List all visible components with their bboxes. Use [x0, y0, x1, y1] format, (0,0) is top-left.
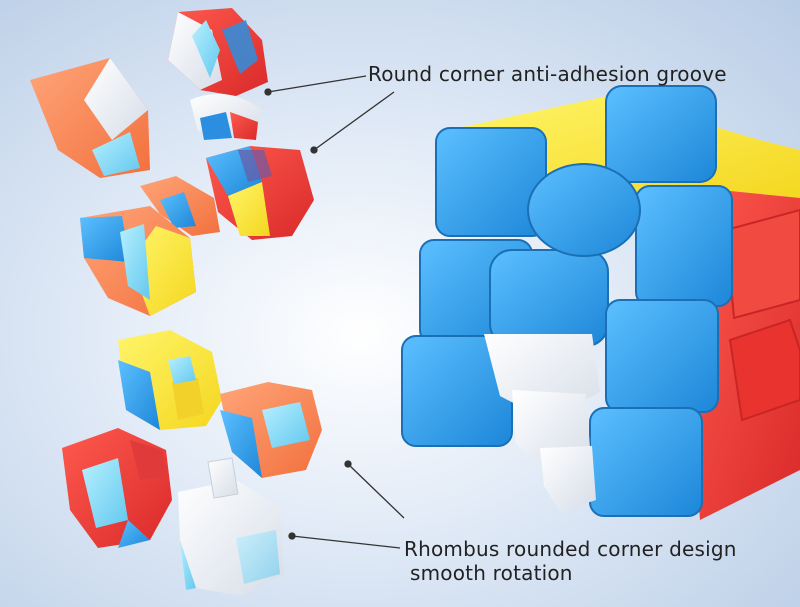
exploded-pieces-top	[30, 8, 314, 316]
exploded-pieces-bottom	[62, 330, 322, 596]
callout-rhombus-sub: smooth rotation	[410, 561, 573, 585]
corner-piece	[62, 428, 172, 548]
callout-rhombus: Rhombus rounded corner design	[404, 537, 737, 561]
assembled-cube	[401, 85, 800, 520]
corner-piece	[220, 382, 322, 478]
edge-piece	[140, 176, 220, 236]
callout-dot	[264, 88, 272, 96]
callout-line-groove-2	[313, 91, 395, 151]
corner-piece	[168, 8, 268, 96]
callout-line-rhombus-1	[347, 463, 405, 519]
corner-piece	[30, 58, 150, 178]
corner-piece	[80, 206, 196, 316]
callout-lines	[264, 75, 405, 549]
cube-front-face	[401, 85, 733, 517]
cube-inner-white	[484, 334, 600, 512]
edge-piece	[206, 146, 314, 240]
callout-line-groove-1	[267, 75, 367, 93]
callout-line-rhombus-2	[291, 535, 401, 549]
callout-dot	[344, 460, 352, 468]
callout-dot	[288, 532, 296, 540]
callout-groove: Round corner anti-adhesion groove	[368, 62, 727, 86]
edge-piece	[190, 93, 262, 140]
corner-piece	[178, 457, 284, 596]
corner-piece	[118, 330, 222, 430]
callout-dot	[310, 146, 318, 154]
